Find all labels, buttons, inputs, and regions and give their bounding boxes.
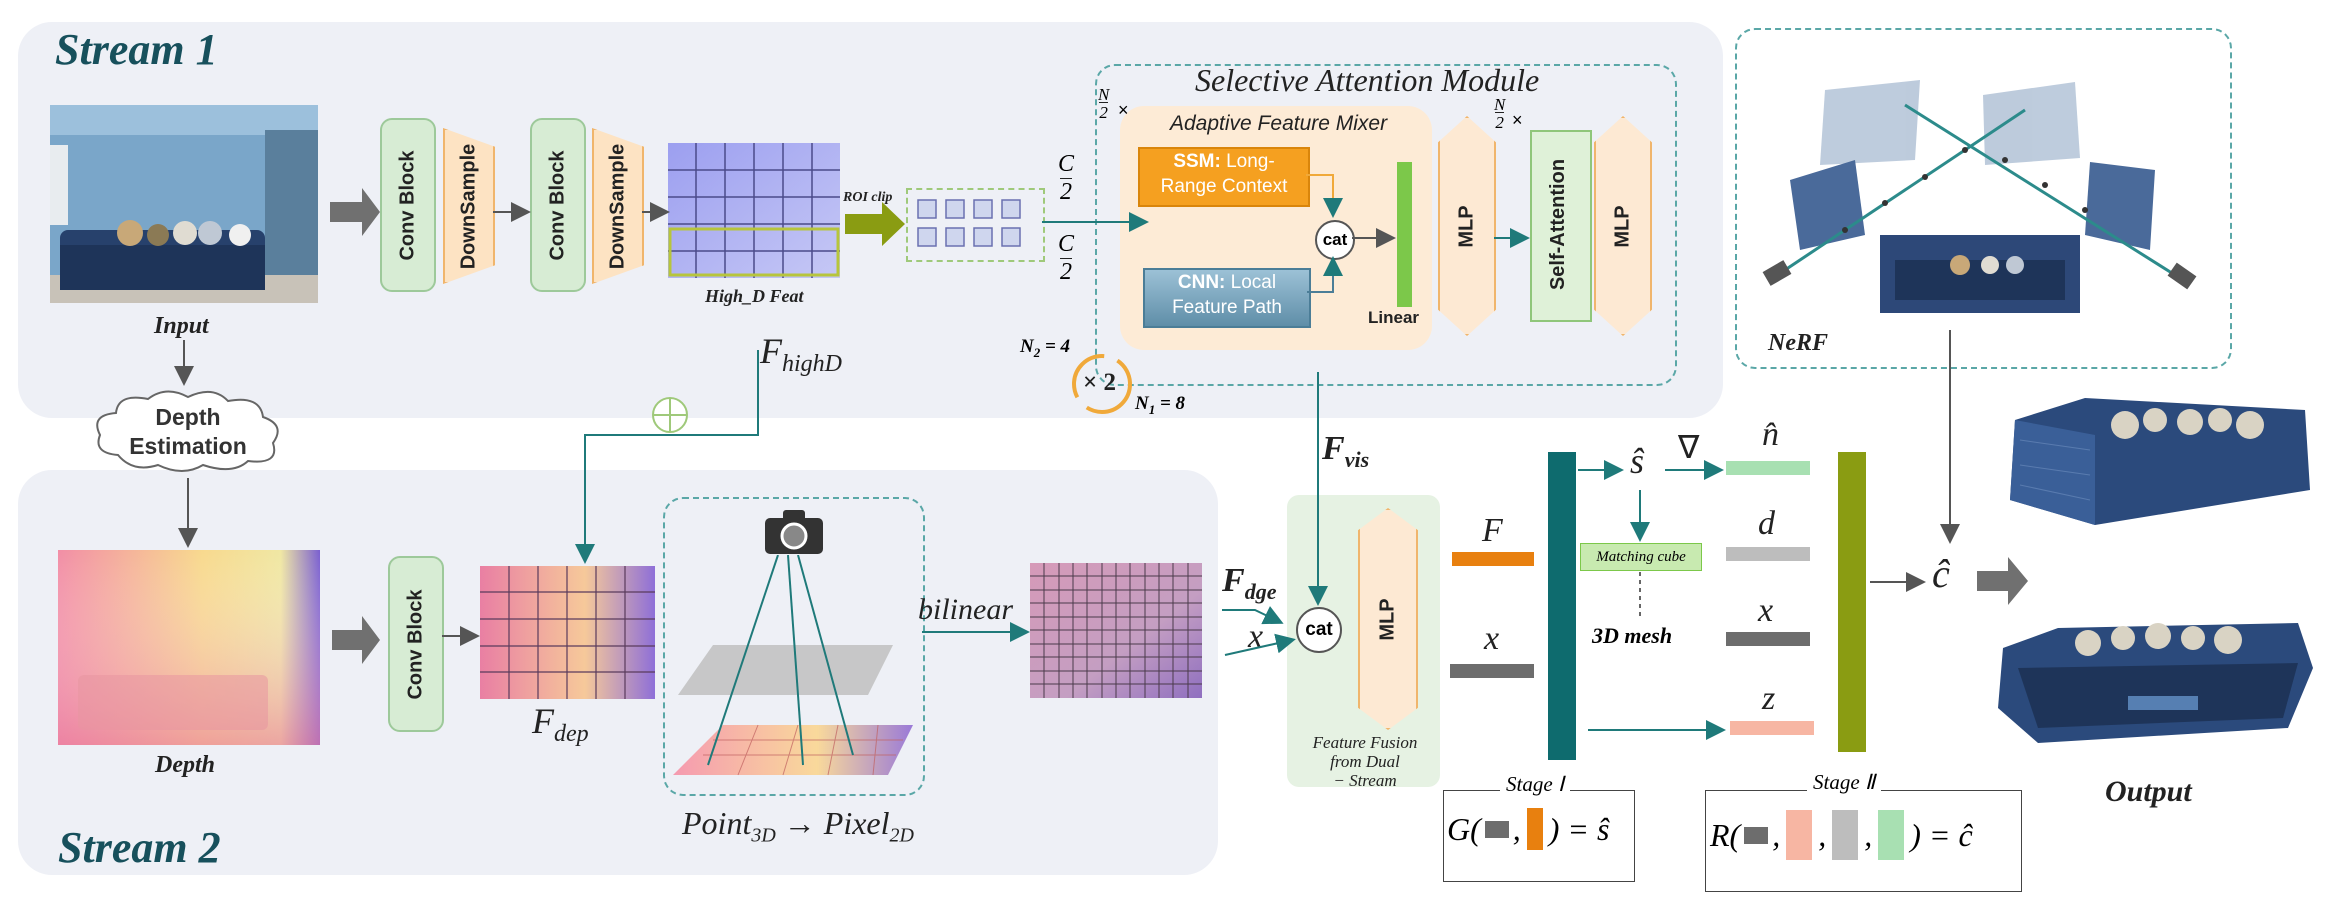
nerf-label: NeRF [1768,330,1828,356]
f-dep-feature-map [480,566,655,699]
linear-bar [1397,162,1412,307]
roi-clip-label: ROI clip [843,190,893,205]
big-arrow-output [1977,557,2028,605]
conv-block-2: Conv Block [530,118,586,292]
n-over-2-right-times: × [1512,110,1523,130]
g-f-swatch [1526,808,1543,850]
n-hat-label: n̂ [1762,416,1779,453]
depth-label: Depth [155,752,215,778]
projection-box [663,497,925,796]
r-z-swatch [1786,810,1813,860]
matching-cube-box: Matching cube [1580,543,1702,571]
output-mesh-1 [2005,390,2315,530]
mixer-title: Adaptive Feature Mixer [1170,112,1388,135]
mixer-cat-node: cat [1315,220,1355,260]
nabla-label: ∇ [1678,429,1700,465]
self-attention-label-box: Self-Attention [1547,158,1570,290]
conv-block-1: Conv Block [380,118,436,292]
input-label: Input [154,313,209,339]
r-n-swatch [1878,810,1905,860]
point-to-pixel-label: Point3D → Pixel2D [682,805,914,847]
stage2-network-bar [1838,452,1866,752]
f-dge-label: Fdge [1222,562,1277,604]
f-bar [1452,552,1534,566]
fusion-mlp: MLP [1358,508,1418,730]
bilinear-label: bilinear [918,593,1013,626]
sam-mlp-2: MLP [1594,116,1652,336]
r-d-swatch [1832,810,1859,860]
downsample-1: DownSample [443,128,495,284]
stage2-label: Stage Ⅱ [1807,770,1882,795]
output-mesh-2 [1998,608,2318,748]
r-equation: R( , , , ) = ĉ [1710,810,1973,860]
x2-bar [1726,632,1810,646]
x-input-label: x [1248,618,1264,655]
stream2-title: Stream 2 [58,823,221,872]
camera-icon [765,508,823,556]
conv-block-3: Conv Block [388,556,444,732]
g-equation: G( , ) = ŝ [1447,808,1609,850]
sam-mlp-1: MLP [1438,116,1496,336]
depth-image [58,550,320,745]
linear-label: Linear [1368,308,1420,327]
nerf-diagram [1745,60,2220,320]
z-bar [1730,721,1814,735]
c-hat-label: ĉ [1932,551,1950,596]
d-label: d [1758,505,1775,542]
n2-equals: N2 = 4 [1020,336,1071,360]
n-bar [1726,461,1810,475]
depth-estimation-cloud [88,385,288,475]
input-image [50,105,318,303]
stream1-title: Stream 1 [55,25,218,74]
sam-title: Selective Attention Module [1195,62,1540,98]
fusion-cat-node: cat [1296,607,1342,653]
f-vis-label: Fvis [1322,430,1370,472]
self-attention-block [1530,130,1592,322]
n-over-2-left-times: × [1118,100,1129,120]
s-hat-label: ŝ [1630,441,1645,481]
d-bar [1726,547,1810,561]
high-d-feature-map [668,143,840,278]
loop-x2-label: × 2 [1083,369,1116,396]
output-label: Output [2105,775,2192,808]
f-label: F [1482,512,1503,549]
x-label: x [1484,620,1500,657]
loop-x2-icon [1068,350,1136,418]
z-label: z [1762,680,1776,717]
g-x-swatch [1484,820,1509,838]
selective-attention-module [1095,64,1677,386]
ssm-box: SSM: Long-Range Context [1138,147,1310,207]
f-dep-label: Fdep [532,701,589,748]
downsample-2: DownSample [592,128,644,284]
f-highd-label: FhighD [760,331,842,378]
nerf-box [1735,28,2232,369]
stage1-network-bar [1548,452,1576,760]
x2-label: x [1758,592,1774,629]
stage1-label: Stage Ⅰ [1500,772,1571,797]
f-dge-feature-map [1030,563,1202,698]
n1-equals: N1 = 8 [1135,393,1186,417]
mesh-label: 3D mesh [1592,623,1673,648]
r-x-swatch [1744,826,1769,844]
roi-tokens [906,188,1045,262]
projection-diagram [668,554,916,787]
x-bar [1450,664,1534,678]
high-d-feat-label: High_D Feat [705,286,804,306]
